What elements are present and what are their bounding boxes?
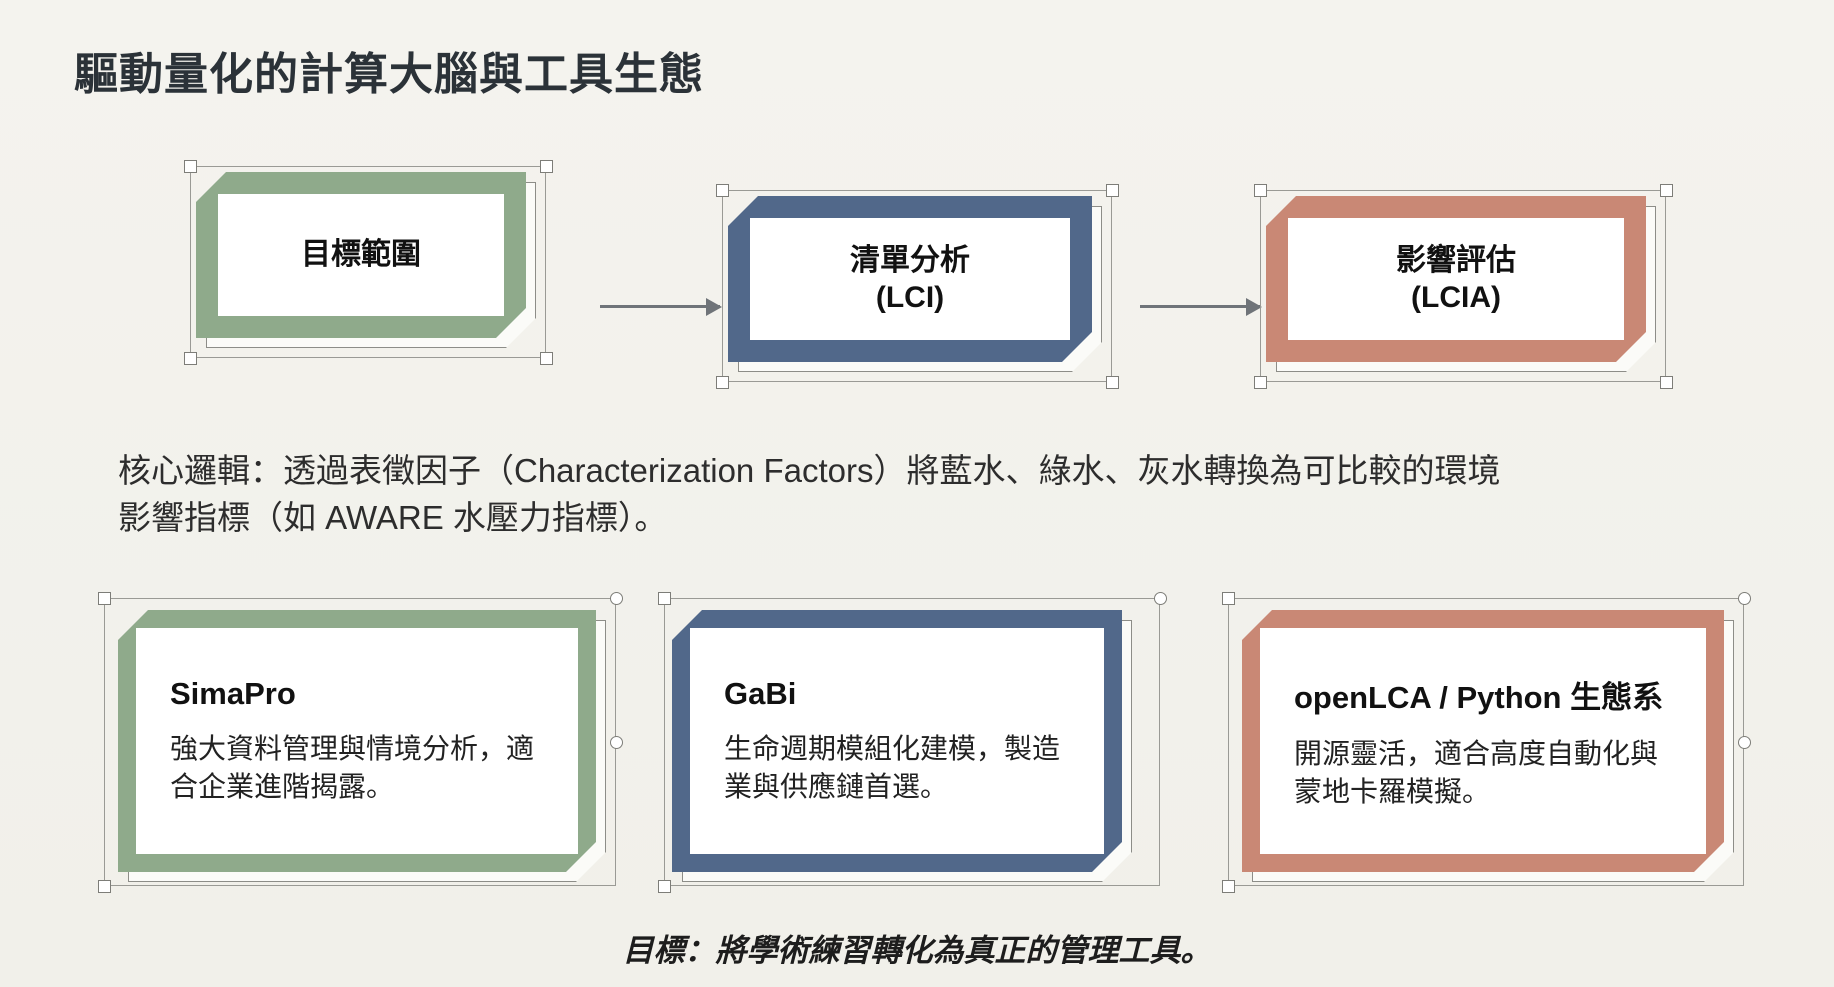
process-box-face xyxy=(1288,218,1624,340)
process-label-line-1: 影響評估 xyxy=(1396,243,1516,277)
connector-arrow-2 xyxy=(1140,297,1262,316)
footer-goal-note: 目標：將學術練習轉化為真正的管理工具。 xyxy=(622,933,1212,968)
resize-handle-bottom-right[interactable] xyxy=(1660,376,1673,389)
resize-handle-top-right[interactable] xyxy=(1106,184,1119,197)
resize-handle-bottom-left[interactable] xyxy=(1222,880,1235,893)
core-logic-paragraph: 核心邏輯：透過表徵因子（Characterization Factors）將藍水… xyxy=(118,448,1718,542)
process-label-line-2: (LCIA) xyxy=(1411,281,1501,314)
process-box-face xyxy=(750,218,1070,340)
tool-card-simapro[interactable]: SimaPro 強大資料管理與情境分析，適合企業進階揭露。 xyxy=(118,610,596,872)
process-label-line-2: (LCI) xyxy=(875,281,945,314)
tool-card-title: GaBi xyxy=(724,676,797,712)
resize-handle-top-left[interactable] xyxy=(1222,592,1235,605)
process-label-line-1: 清單分析 xyxy=(850,243,970,277)
process-box-lci[interactable]: 清單分析 (LCI) xyxy=(728,196,1092,362)
resize-handle-top-left[interactable] xyxy=(658,592,671,605)
process-box-face xyxy=(218,194,504,316)
process-box-label-lci: 清單分析 (LCI) xyxy=(728,196,1092,362)
tool-card-face xyxy=(136,628,578,854)
tool-card-content-openlca: openLCA / Python 生態系 開源靈活，適合高度自動化與蒙地卡羅模擬… xyxy=(1260,628,1706,854)
resize-handle-bottom-right[interactable] xyxy=(1106,376,1119,389)
process-box-goal-scope[interactable]: 目標範圍 xyxy=(196,172,526,338)
rotate-handle-top-right[interactable] xyxy=(1738,592,1751,605)
tool-card-face xyxy=(690,628,1104,854)
process-box-label-lcia: 影響評估 (LCIA) xyxy=(1266,196,1646,362)
tool-card-content-simapro: SimaPro 強大資料管理與情境分析，適合企業進階揭露。 xyxy=(136,628,578,854)
rotate-handle-top-right[interactable] xyxy=(610,592,623,605)
tool-card-openlca-python[interactable]: openLCA / Python 生態系 開源靈活，適合高度自動化與蒙地卡羅模擬… xyxy=(1242,610,1724,872)
resize-handle-top-left[interactable] xyxy=(98,592,111,605)
tool-card-title: SimaPro xyxy=(170,676,296,712)
tool-card-description: 生命週期模組化建模，製造業與供應鏈首選。 xyxy=(724,733,1061,802)
arrow-right-icon xyxy=(1246,297,1262,316)
resize-handle-top-right[interactable] xyxy=(540,160,553,173)
process-box-lcia[interactable]: 影響評估 (LCIA) xyxy=(1266,196,1646,362)
resize-handle-bottom-right[interactable] xyxy=(540,352,553,365)
resize-handle-bottom-left[interactable] xyxy=(658,880,671,893)
resize-handle-bottom-left[interactable] xyxy=(184,352,197,365)
core-logic-line-1: 核心邏輯：透過表徵因子（Characterization Factors）將藍水… xyxy=(118,452,1501,489)
process-box-label-goal-scope: 目標範圍 xyxy=(196,172,526,338)
resize-handle-top-left[interactable] xyxy=(184,160,197,173)
arrow-right-icon xyxy=(706,297,722,316)
tool-card-title: openLCA / Python 生態系 xyxy=(1294,679,1664,715)
page-title: 驅動量化的計算大腦與工具生態 xyxy=(74,50,704,99)
tool-card-description: 開源靈活，適合高度自動化與蒙地卡羅模擬。 xyxy=(1294,737,1659,807)
core-logic-line-2: 影響指標（如 AWARE 水壓力指標）。 xyxy=(118,498,668,536)
connector-arrow-1 xyxy=(600,297,722,316)
resize-handle-top-left[interactable] xyxy=(716,184,729,197)
tool-card-content-gabi: GaBi 生命週期模組化建模，製造業與供應鏈首選。 xyxy=(690,628,1104,854)
rotate-handle-top-right[interactable] xyxy=(1154,592,1167,605)
resize-handle-middle-right[interactable] xyxy=(1738,736,1751,749)
process-label-line-1: 目標範圍 xyxy=(301,238,421,272)
resize-handle-top-right[interactable] xyxy=(1660,184,1673,197)
resize-handle-bottom-left[interactable] xyxy=(1254,376,1267,389)
tool-card-description: 強大資料管理與情境分析，適合企業進階揭露。 xyxy=(170,733,535,802)
resize-handle-bottom-left[interactable] xyxy=(98,880,111,893)
tool-card-face xyxy=(1260,628,1706,854)
resize-handle-middle-right[interactable] xyxy=(610,736,623,749)
tool-card-gabi[interactable]: GaBi 生命週期模組化建模，製造業與供應鏈首選。 xyxy=(672,610,1122,872)
resize-handle-top-left[interactable] xyxy=(1254,184,1267,197)
resize-handle-bottom-left[interactable] xyxy=(716,376,729,389)
